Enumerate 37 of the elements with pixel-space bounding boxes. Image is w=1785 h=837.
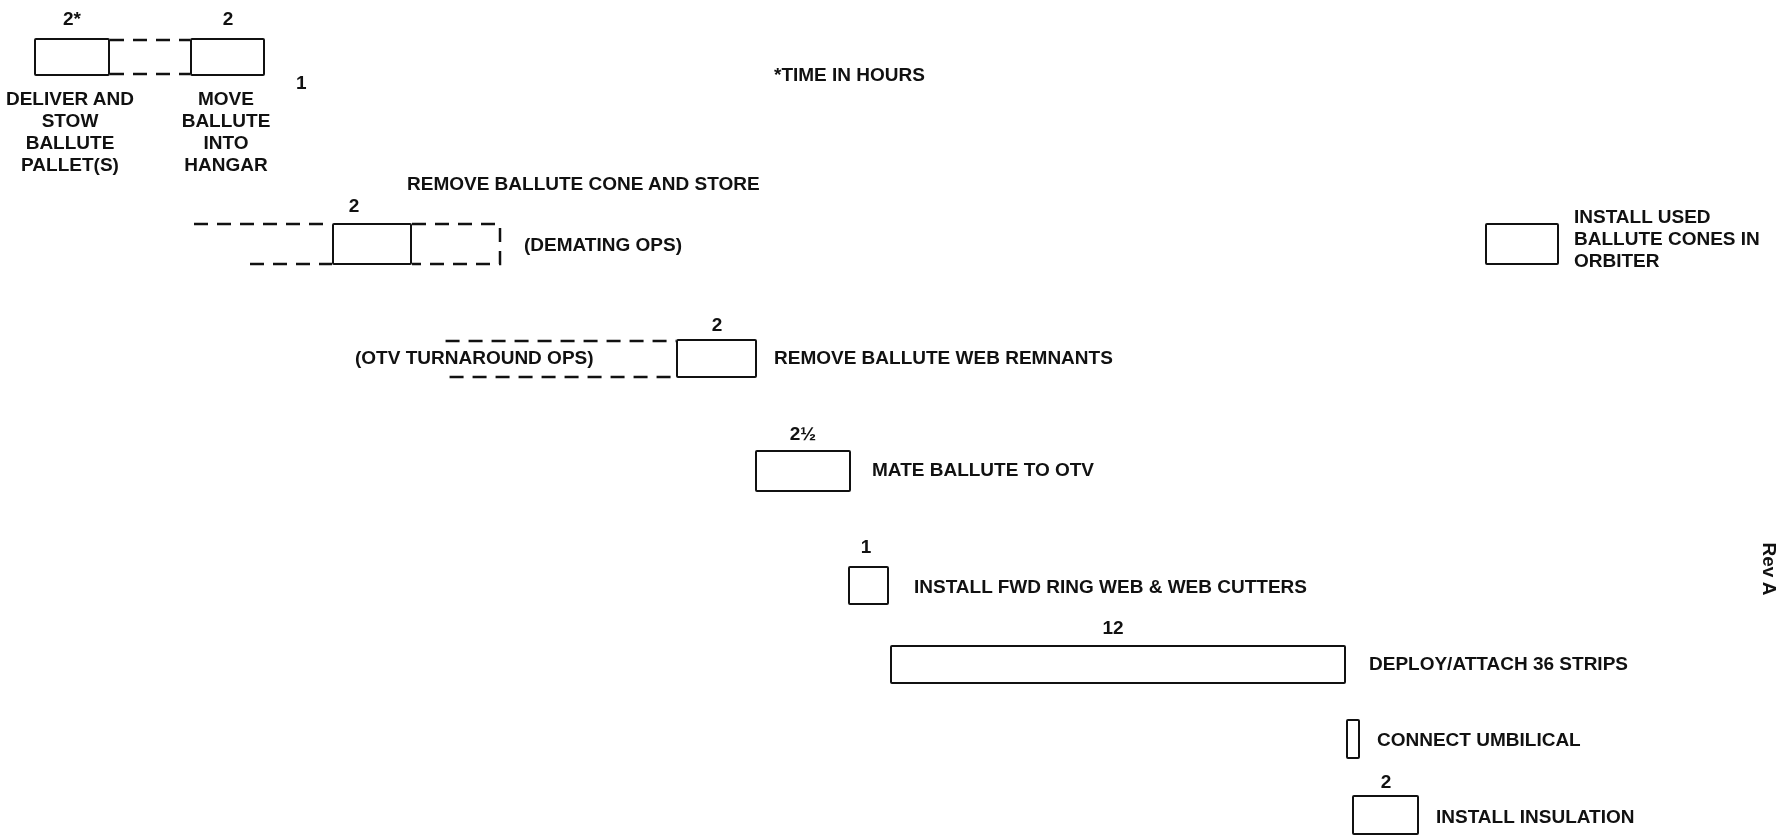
task-description: REMOVE BALLUTE WEB REMNANTS: [774, 347, 1113, 369]
task-description: DELIVER AND STOW BALLUTE PALLET(S): [4, 88, 136, 176]
duration-label: 2½: [789, 423, 817, 445]
task-bar: [1346, 719, 1360, 759]
task-bar: [676, 339, 757, 378]
dashed-connector: [110, 38, 190, 42]
dashed-connector: [412, 222, 502, 266]
dashed-connector: [110, 72, 190, 76]
task-bar: [190, 38, 265, 76]
duration-label: 2: [222, 8, 234, 30]
task-description: MOVE BALLUTE INTO HANGAR: [180, 88, 272, 176]
task-description: INSTALL FWD RING WEB & WEB CUTTERS: [914, 576, 1307, 598]
task-description: MATE BALLUTE TO OTV: [872, 459, 1094, 481]
duration-label: 2: [1380, 771, 1392, 793]
task-description: INSTALL INSULATION: [1436, 806, 1635, 828]
page-number: 1: [296, 72, 307, 94]
task-bar: [34, 38, 110, 76]
footnote: *TIME IN HOURS: [774, 64, 925, 86]
task-bar: [332, 223, 412, 265]
task-description: DEPLOY/ATTACH 36 STRIPS: [1369, 653, 1628, 675]
task-bar: [1485, 223, 1559, 265]
task-bar: [848, 566, 889, 605]
task-description: INSTALL USED BALLUTE CONES IN ORBITER: [1574, 206, 1761, 272]
task-description: REMOVE BALLUTE CONE AND STORE: [407, 173, 760, 195]
duration-label: 2*: [63, 8, 81, 30]
duration-label: 2: [711, 314, 723, 336]
duration-label: 2: [348, 195, 360, 217]
task-bar: [755, 450, 851, 492]
dashed-connector: [250, 262, 332, 266]
duration-label: 1: [860, 536, 872, 558]
task-bar: [1352, 795, 1419, 835]
task-description: (DEMATING OPS): [524, 234, 682, 256]
task-description: CONNECT UMBILICAL: [1377, 729, 1581, 751]
task-bar: [890, 645, 1346, 684]
revision-label: Rev A: [1757, 542, 1780, 596]
duration-label: 12: [1102, 617, 1124, 639]
task-note: (OTV TURNAROUND OPS): [355, 347, 594, 369]
